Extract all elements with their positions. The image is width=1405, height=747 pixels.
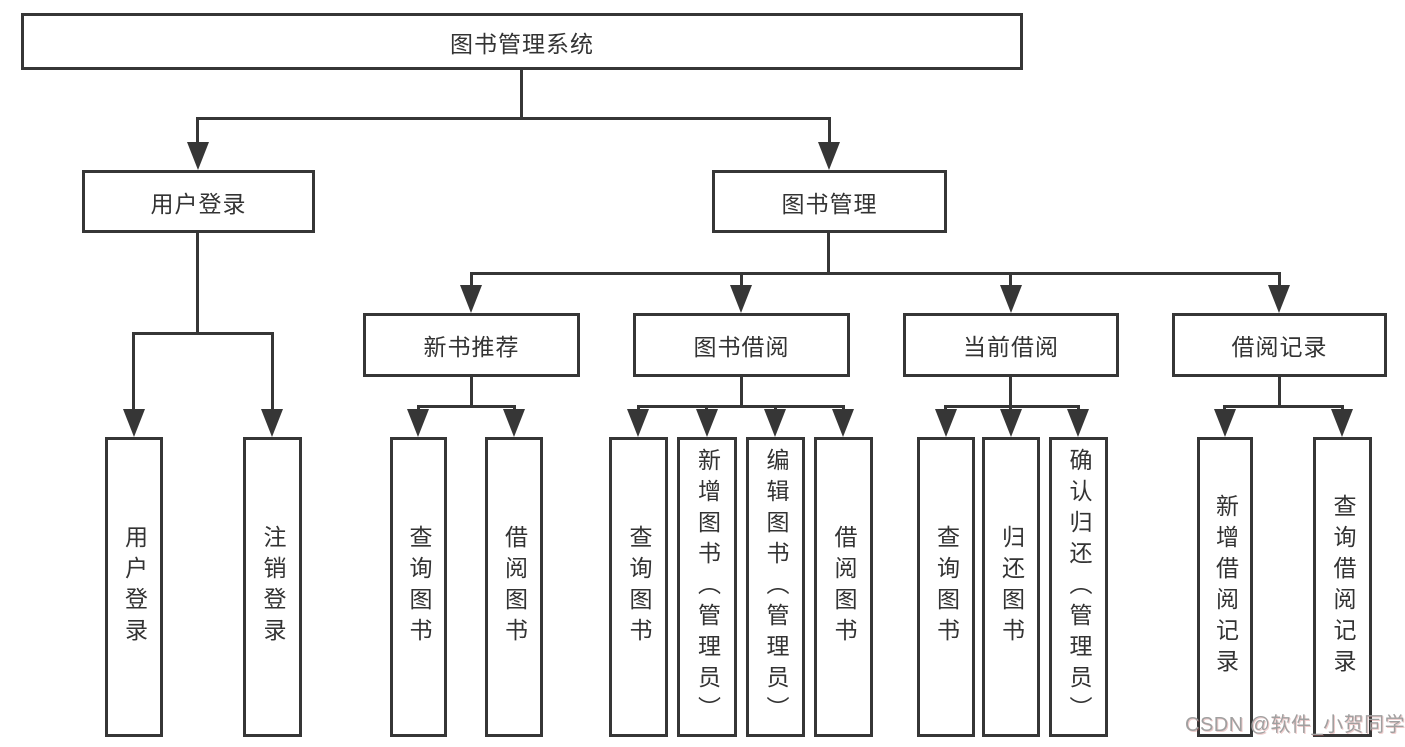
node-borrow-books-leaf: 借阅图书 (814, 437, 873, 737)
arrowhead-down (460, 285, 482, 313)
node-library-system: 图书管理系统 (21, 13, 1023, 70)
connector-line (1009, 272, 1012, 288)
node-label: 注销登录 (260, 525, 286, 649)
arrowhead-down (261, 409, 283, 437)
node-label: 新增图书（管理员） (694, 447, 721, 727)
connector-line (417, 405, 516, 408)
connector-line (196, 117, 831, 120)
node-label: 图书管理系统 (450, 30, 594, 57)
connector-line (637, 405, 845, 408)
arrowhead-down (1000, 285, 1022, 313)
arrowhead-down (764, 409, 786, 437)
connector-line (740, 272, 743, 288)
node-label: 借阅记录 (1231, 334, 1328, 360)
node-query-books-borrowing: 查询图书 (609, 437, 668, 737)
connector-line (828, 117, 831, 147)
connector-line (470, 272, 1281, 275)
node-label: 用户登录 (150, 190, 247, 217)
arrowhead-down (1331, 409, 1353, 437)
node-query-books-recommend: 查询图书 (390, 437, 447, 737)
node-user-login: 用户登录 (82, 170, 315, 233)
connector-line (827, 231, 830, 275)
arrowhead-down (1268, 285, 1290, 313)
arrowhead-down (935, 409, 957, 437)
node-label: 借阅图书 (831, 525, 857, 649)
node-label: 查询图书 (933, 525, 960, 649)
node-user-login-leaf: 用户登录 (105, 437, 163, 737)
arrowhead-down (696, 409, 718, 437)
connector-line (470, 272, 473, 288)
connector-line (1278, 375, 1281, 407)
node-borrowing-records: 借阅记录 (1172, 313, 1387, 377)
arrowhead-down (818, 142, 840, 170)
node-label: 新增借阅记录 (1212, 494, 1239, 680)
arrowhead-down (730, 285, 752, 313)
node-book-borrowing: 图书借阅 (633, 313, 850, 377)
arrowhead-down (1214, 409, 1236, 437)
node-label: 当前借阅 (963, 334, 1059, 360)
node-confirm-return-admin: 确认归还（管理员） (1049, 437, 1108, 737)
connector-line (196, 117, 199, 147)
node-edit-book-admin: 编辑图书（管理员） (746, 437, 805, 737)
arrowhead-down (187, 142, 209, 170)
node-current-borrowing: 当前借阅 (903, 313, 1119, 377)
connector-line (132, 332, 274, 335)
node-query-borrow-record: 查询借阅记录 (1313, 437, 1372, 737)
arrowhead-down (1067, 409, 1089, 437)
node-label: 归还图书 (998, 525, 1025, 649)
node-label: 借阅图书 (501, 525, 528, 649)
arrowhead-down (503, 409, 525, 437)
watermark: CSDN @软件_小贺同学 (1185, 714, 1405, 736)
connector-line (1009, 375, 1012, 407)
arrowhead-down (627, 409, 649, 437)
node-query-books-current: 查询图书 (917, 437, 975, 737)
node-borrow-books-recommend: 借阅图书 (485, 437, 543, 737)
node-label: 查询图书 (406, 525, 432, 649)
node-label: 确认归还（管理员） (1066, 447, 1092, 727)
node-label: 用户登录 (121, 525, 148, 649)
node-book-management: 图书管理 (712, 170, 947, 233)
connector-line (132, 332, 135, 411)
node-return-books: 归还图书 (982, 437, 1040, 737)
connector-line (944, 405, 1080, 408)
connector-line (470, 375, 473, 407)
node-label: 编辑图书（管理员） (763, 447, 789, 727)
node-add-book-admin: 新增图书（管理员） (677, 437, 737, 737)
connector-line (1223, 405, 1344, 408)
connector-line (271, 332, 274, 411)
connector-line (740, 375, 743, 407)
arrowhead-down (123, 409, 145, 437)
arrowhead-down (832, 409, 854, 437)
connector-line (1278, 272, 1281, 288)
node-label: 图书借阅 (693, 334, 790, 360)
connector-line (520, 68, 523, 120)
node-add-borrow-record: 新增借阅记录 (1197, 437, 1253, 737)
node-label: 查询图书 (626, 525, 652, 649)
arrowhead-down (1000, 409, 1022, 437)
node-label: 图书管理 (781, 190, 878, 217)
connector-line (196, 231, 199, 334)
node-label: 新书推荐 (423, 334, 520, 360)
node-logout: 注销登录 (243, 437, 302, 737)
node-label: 查询借阅记录 (1330, 494, 1356, 680)
arrowhead-down (407, 409, 429, 437)
node-new-book-recommend: 新书推荐 (363, 313, 580, 377)
